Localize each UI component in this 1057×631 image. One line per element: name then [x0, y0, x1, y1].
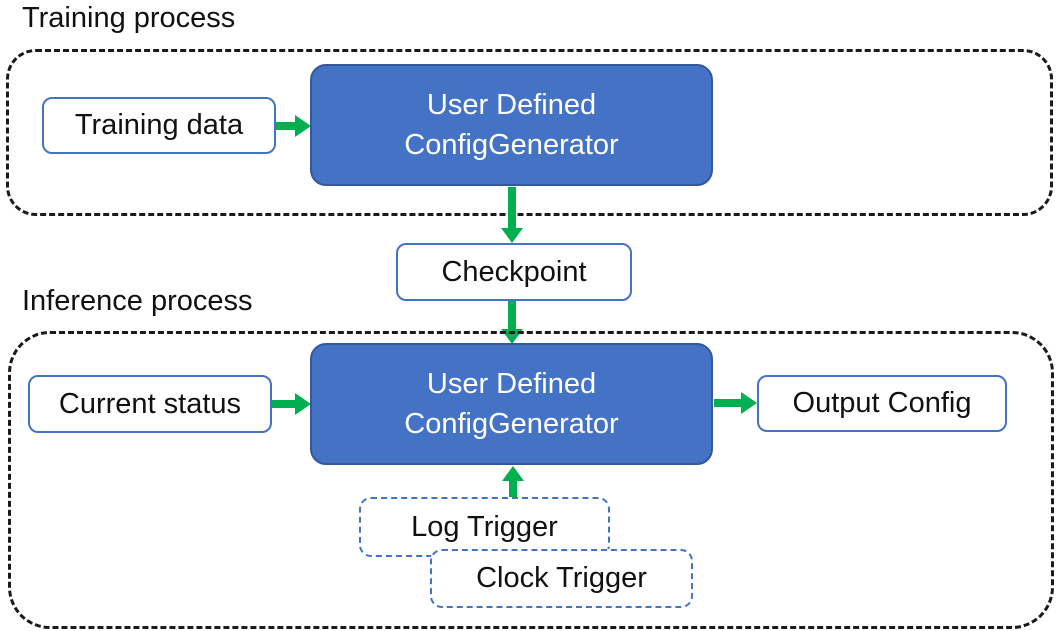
- arrow-head: [741, 392, 757, 414]
- current-status-box: Current status: [28, 375, 272, 433]
- arrow-shaft: [272, 400, 297, 408]
- arrow-shaft: [276, 122, 297, 130]
- inference-process-label: Inference process: [22, 285, 253, 317]
- training-data-box: Training data: [42, 97, 276, 154]
- arrow-head: [295, 393, 311, 415]
- arrow-current-status-to-generator: [272, 393, 311, 415]
- generator-title-line2: ConfigGenerator: [404, 129, 619, 161]
- arrow-shaft: [509, 479, 517, 498]
- inference-config-generator-box: User Defined ConfigGenerator: [310, 343, 713, 465]
- generator-title-line1: User Defined: [426, 89, 597, 121]
- training-process-label: Training process: [22, 2, 236, 34]
- arrow-training-data-to-generator: [276, 115, 311, 137]
- arrow-head: [501, 228, 523, 243]
- checkpoint-box: Checkpoint: [396, 243, 632, 301]
- arrow-shaft: [508, 301, 516, 331]
- training-config-generator-box: User Defined ConfigGenerator: [310, 64, 713, 186]
- output-config-box: Output Config: [757, 375, 1007, 432]
- arrow-head: [295, 115, 311, 137]
- generator-title-line1: User Defined: [426, 368, 597, 400]
- generator-title-line2: ConfigGenerator: [404, 408, 619, 440]
- arrow-triggers-to-generator: [502, 466, 524, 498]
- arrow-head: [502, 466, 524, 481]
- training-process-container: [6, 49, 1053, 216]
- arrow-generator-to-output-config: [714, 392, 757, 414]
- arrow-generator-to-checkpoint: [501, 187, 523, 243]
- inference-process-container: [8, 331, 1054, 629]
- arrow-shaft: [508, 187, 516, 230]
- clock-trigger-box: Clock Trigger: [430, 549, 693, 608]
- log-trigger-box: Log Trigger: [359, 497, 610, 557]
- arrow-shaft: [714, 399, 743, 407]
